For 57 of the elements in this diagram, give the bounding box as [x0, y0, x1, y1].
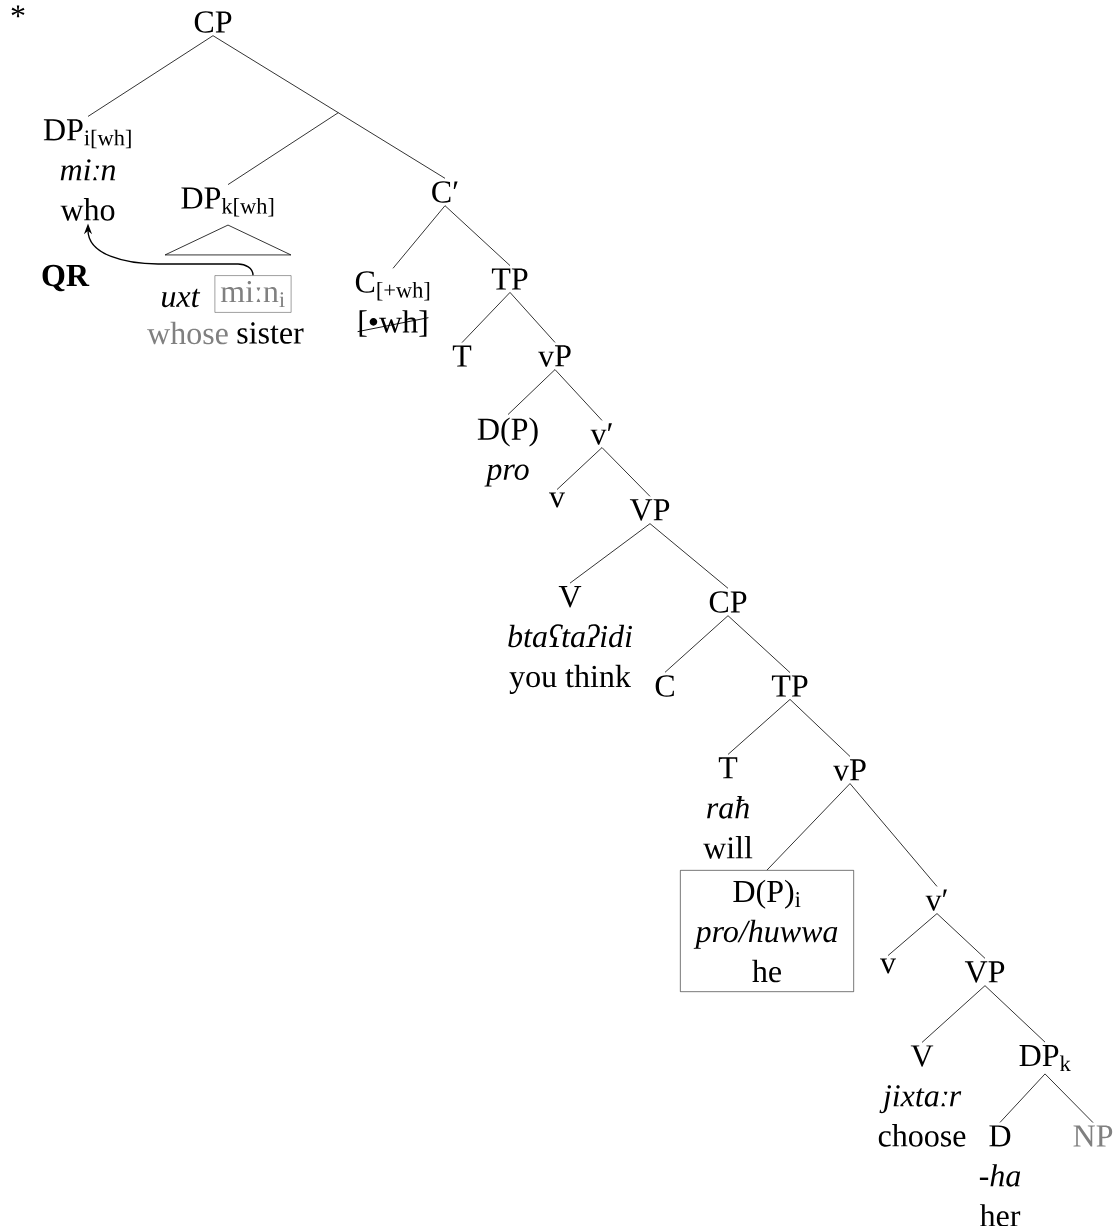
branch-line [936, 913, 986, 959]
branch-line [212, 35, 446, 179]
category-label: DP$_{k[wh]}$ [181, 187, 274, 217]
branch-line [87, 35, 214, 117]
category-label: vP [538, 345, 571, 367]
category-label: vP [833, 759, 866, 781]
category-label: C [655, 675, 674, 697]
gloss-text: whose [147, 321, 228, 345]
branch-line [569, 523, 651, 584]
category-label: DP$_{k}$ [1019, 1045, 1071, 1071]
branch-line [664, 615, 729, 673]
category-label: v′ [925, 889, 947, 911]
category-label: TP [491, 268, 528, 290]
gloss-text: uxt [162, 288, 201, 308]
branch-line [727, 615, 791, 673]
boxed-constituent: D(P)$_{i}$ pro/huwwa he [680, 870, 854, 992]
branch-line [984, 985, 1046, 1043]
edge-label: QR [42, 264, 90, 292]
branch-line [649, 523, 729, 589]
category-label: T raħ will [703, 757, 753, 859]
branch-line [444, 205, 511, 266]
category-label: D(P) pro [477, 417, 538, 487]
category-label: VP [964, 961, 1005, 983]
branch-line [766, 783, 851, 871]
boxed-constituent: miːn$_{i}$ [214, 275, 292, 313]
gloss-text: sister [237, 322, 304, 344]
branch-line [556, 447, 603, 490]
triangle [164, 224, 292, 256]
category-label: V btaʕtaʔidi you think [508, 586, 632, 694]
category-label: v [880, 958, 896, 974]
category-label: CP [194, 11, 232, 33]
branch-line [789, 699, 851, 757]
category-label: T [452, 345, 472, 367]
category-label: VP [629, 499, 670, 521]
branch-line [601, 447, 651, 497]
category-label: v [549, 492, 565, 508]
branch-line [999, 1073, 1046, 1123]
branch-line [887, 913, 938, 956]
category-label: NP [1073, 1125, 1113, 1147]
branch-line [849, 783, 938, 887]
category-label: V jixtaːr choose [878, 1045, 966, 1147]
branch-line [727, 699, 791, 755]
branch-line [392, 205, 446, 269]
branch-line [227, 112, 339, 185]
branch-line [554, 369, 603, 421]
category-label: C′ [432, 181, 458, 203]
category-label: D -ha her [979, 1125, 1021, 1226]
branch-line [1044, 1073, 1094, 1123]
branch-line [921, 985, 986, 1043]
branch-line [461, 292, 511, 343]
category-label: DP$_{i[wh]}$ miːn who [43, 119, 131, 221]
asterisk: * [11, 5, 25, 18]
branch-line [509, 292, 556, 343]
branch-line [507, 369, 556, 415]
category-label: TP [771, 675, 808, 697]
category-label: v′ [590, 423, 612, 445]
category-label: CP [709, 591, 747, 613]
